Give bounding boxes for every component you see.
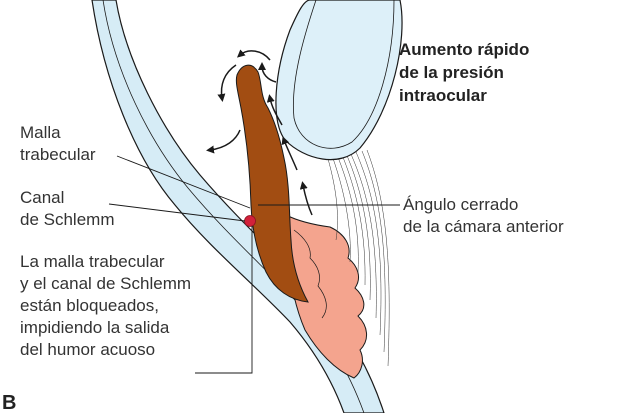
label-canal-schlemm: Canal de Schlemm xyxy=(20,187,114,231)
title-line-1: Aumento rápido xyxy=(399,40,530,59)
bloqueo-line-5: del humor acuoso xyxy=(20,340,156,359)
label-angulo-cerrado: Ángulo cerrado de la cámara anterior xyxy=(403,194,564,238)
figure-letter: B xyxy=(2,392,17,413)
label-malla-trabecular: Malla trabecular xyxy=(20,122,96,166)
angulo-line-1: Ángulo cerrado xyxy=(403,195,519,214)
title-line-2: de la presión xyxy=(399,63,504,82)
title-line-3: intraocular xyxy=(399,86,487,105)
aqueous-flow-arrows xyxy=(206,49,313,216)
bloqueo-line-1: La malla trabecular xyxy=(20,252,165,271)
lens-inner-contour xyxy=(293,0,395,149)
leader-malla xyxy=(116,155,251,209)
diagram-title: Aumento rápido de la presión intraocular xyxy=(399,38,529,107)
canal-line-1: Canal xyxy=(20,188,65,207)
schlemm-canal-dot xyxy=(244,215,256,227)
malla-line-1: Malla xyxy=(20,123,61,142)
bloqueo-line-2: y el canal de Schlemm xyxy=(20,274,192,293)
bloqueo-line-4: impidiendo la salida xyxy=(20,318,170,337)
angulo-line-2: de la cámara anterior xyxy=(403,217,564,236)
lens xyxy=(275,0,403,161)
ciliary-process-outline xyxy=(293,229,327,319)
leader-canal xyxy=(108,203,246,222)
iris xyxy=(235,64,309,303)
bloqueo-line-3: están bloqueados, xyxy=(20,296,159,315)
canal-line-2: de Schlemm xyxy=(20,210,115,229)
zonule-fibers xyxy=(325,149,390,367)
malla-line-2: trabecular xyxy=(20,145,96,164)
ciliary-body xyxy=(285,214,367,379)
leader-lines xyxy=(108,155,400,374)
leader-bloqueo xyxy=(195,226,253,374)
label-bloqueo: La malla trabecular y el canal de Schlem… xyxy=(20,251,191,361)
